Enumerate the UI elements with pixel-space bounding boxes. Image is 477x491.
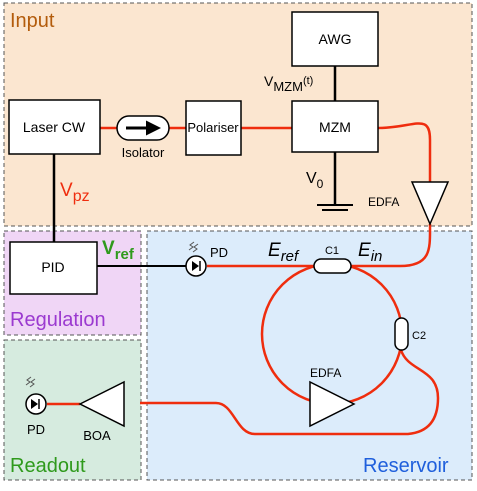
- coupler-c1: [313, 258, 352, 274]
- fiber-edfa-coupler: [351, 223, 432, 268]
- regulation-region-title: Regulation: [10, 309, 106, 331]
- awg-block: [291, 11, 379, 67]
- pid-block: [9, 241, 98, 295]
- coupler-c1-label: C1: [325, 245, 339, 257]
- edfa-loop-label: EDFA: [310, 366, 341, 380]
- pd-readout-label: PD: [27, 422, 45, 437]
- edfa-loop-amplifier-icon: [309, 380, 356, 428]
- pd-regulation-icon: [185, 241, 207, 277]
- fiber-c2-to-boa: [140, 349, 440, 436]
- eref-label: Eref: [268, 240, 300, 265]
- edfa-input-amplifier-icon: [410, 181, 450, 226]
- pd-regulation-label: PD: [210, 245, 228, 260]
- polariser-block: [185, 100, 242, 156]
- vmzm-label: VMZM(t): [264, 73, 313, 94]
- pid-label: PID: [41, 259, 64, 275]
- input-region-title: Input: [10, 10, 55, 32]
- boa-label: BOA: [83, 428, 111, 443]
- pd-readout-icon: [25, 376, 47, 415]
- isolator-label: Isolator: [122, 145, 165, 160]
- coupler-c2: [394, 317, 409, 351]
- polariser-label: Polariser: [187, 120, 239, 135]
- vref-label: Vref: [102, 238, 135, 263]
- readout-region-title: Readout: [10, 455, 86, 477]
- reservoir-region-title: Reservoir: [363, 455, 449, 477]
- laser-cw-block: [8, 99, 101, 155]
- ein-label: Ein: [358, 240, 382, 265]
- fiber-mzm-edfa: [377, 122, 432, 182]
- coupler-c2-label: C2: [412, 330, 426, 342]
- v0-label: V0: [306, 170, 324, 191]
- mzm-block: [291, 100, 379, 153]
- boa-amplifier-icon: [78, 380, 125, 428]
- vpz-label: Vpz: [60, 180, 90, 205]
- mzm-label: MZM: [319, 119, 351, 135]
- edfa-input-label: EDFA: [368, 195, 399, 209]
- awg-label: AWG: [319, 31, 352, 47]
- laser-cw-label: Laser CW: [23, 119, 86, 135]
